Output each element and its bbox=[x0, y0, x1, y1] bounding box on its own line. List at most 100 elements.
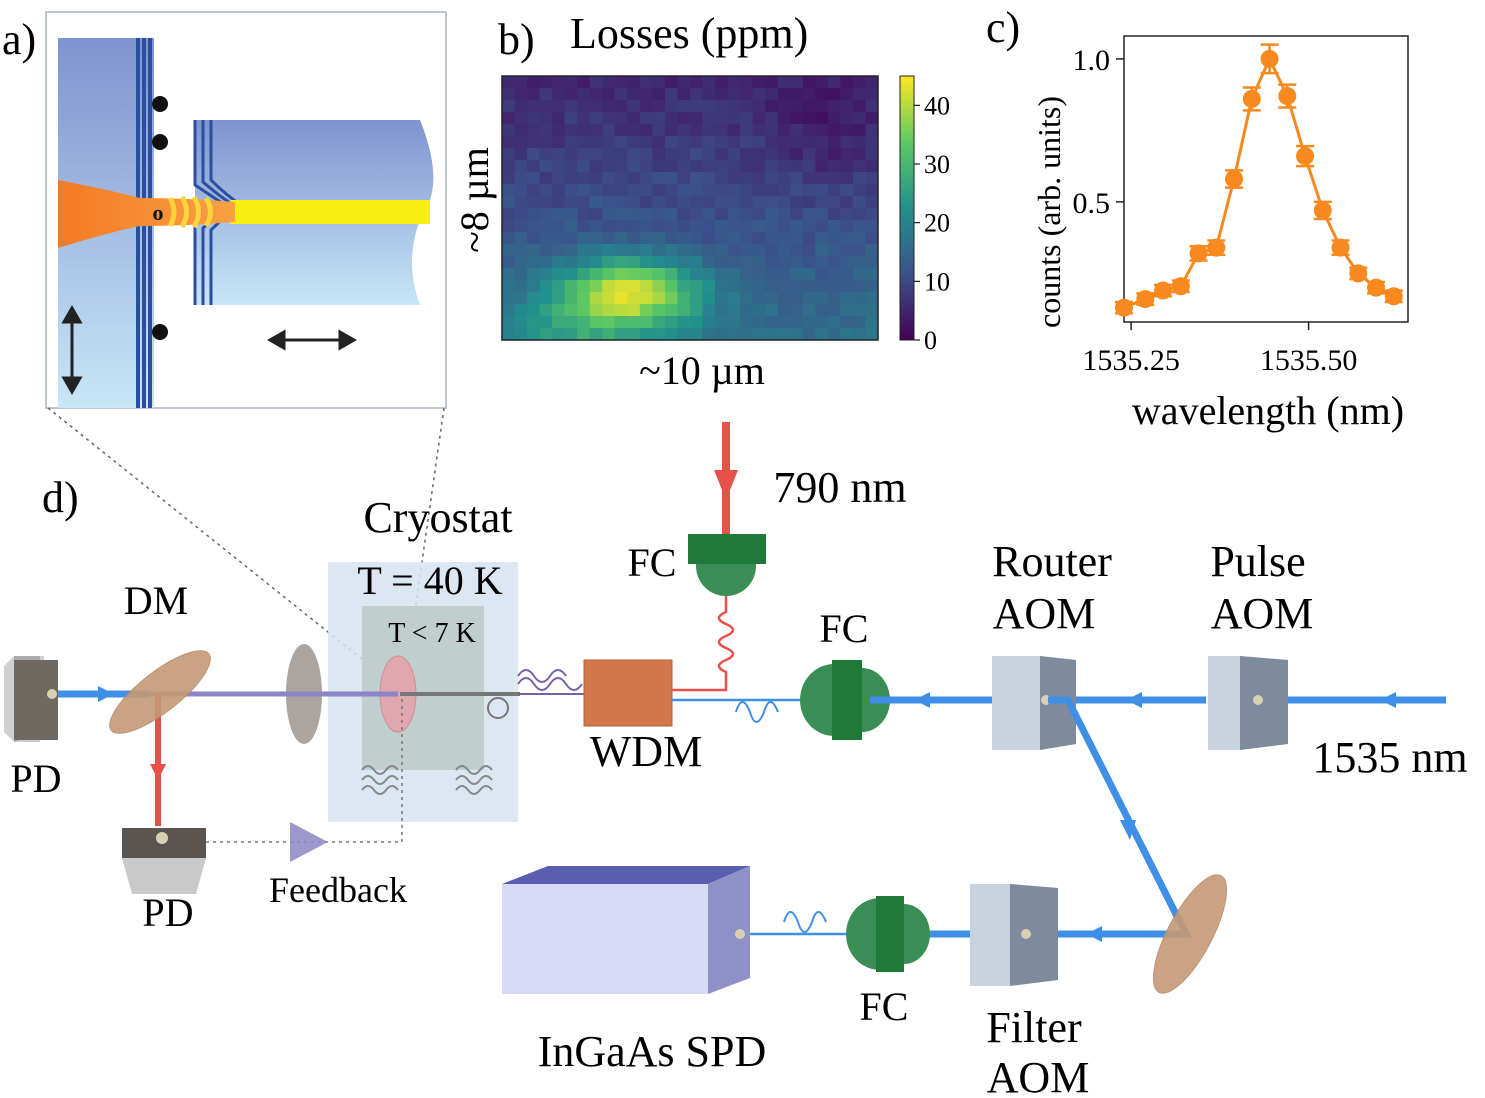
heatmap-cell bbox=[564, 316, 578, 329]
heatmap-cell bbox=[614, 196, 628, 209]
heatmap-cell bbox=[514, 172, 528, 185]
heatmap-cell bbox=[827, 328, 841, 341]
heatmap-cell bbox=[865, 208, 879, 221]
heatmap-cell bbox=[627, 316, 641, 329]
data-point bbox=[1384, 287, 1403, 306]
heatmap-cell bbox=[514, 160, 528, 173]
heatmap-cell bbox=[727, 136, 741, 149]
heatmap-cell bbox=[702, 280, 716, 293]
heatmap-cell bbox=[552, 256, 566, 269]
heatmap-cell bbox=[765, 124, 779, 137]
heatmap-cell bbox=[539, 316, 553, 329]
heatmap-cell bbox=[865, 136, 879, 149]
heatmap-cell bbox=[552, 232, 566, 245]
heatmap-cell bbox=[677, 280, 691, 293]
heatmap-cell bbox=[664, 316, 678, 329]
dm-label: DM bbox=[124, 578, 188, 623]
heatmap-cell bbox=[827, 268, 841, 281]
heatmap-cell bbox=[777, 316, 791, 329]
wdm bbox=[583, 659, 673, 727]
heatmap-cell bbox=[589, 256, 603, 269]
heatmap-cell bbox=[690, 256, 704, 269]
heatmap-cell bbox=[727, 232, 741, 245]
heatmap-cell bbox=[715, 112, 729, 125]
heatmap-cell bbox=[639, 148, 653, 161]
heatmap-cell bbox=[664, 88, 678, 101]
heatmap-cell bbox=[790, 280, 804, 293]
heatmap-cell bbox=[664, 76, 678, 89]
heatmap-cell bbox=[677, 304, 691, 317]
heatmap-cell bbox=[539, 328, 553, 341]
heatmap-cell bbox=[539, 76, 553, 89]
heatmap-cell bbox=[577, 280, 591, 293]
heatmap-cell bbox=[690, 292, 704, 305]
heatmap-cell bbox=[527, 148, 541, 161]
heatmap-cell bbox=[614, 208, 628, 221]
heatmap-cell bbox=[852, 292, 866, 305]
heatmap-cell bbox=[552, 220, 566, 233]
heatmap-cell bbox=[827, 124, 841, 137]
heatmap-cell bbox=[827, 292, 841, 305]
data-point bbox=[1225, 170, 1244, 188]
heatmap-cell bbox=[677, 172, 691, 185]
heatmap-cell bbox=[602, 172, 616, 185]
heatmap-cell bbox=[790, 268, 804, 281]
heatmap-cell bbox=[677, 268, 691, 281]
heatmap-cell bbox=[752, 256, 766, 269]
heatmap-cell bbox=[564, 280, 578, 293]
heatmap-cell bbox=[802, 304, 816, 317]
heatmap-cell bbox=[577, 328, 591, 341]
heatmap-cell bbox=[564, 160, 578, 173]
heatmap-cell bbox=[564, 136, 578, 149]
heatmap-cell bbox=[727, 328, 741, 341]
heatmap-cell bbox=[527, 196, 541, 209]
heatmap-cell bbox=[627, 148, 641, 161]
heatmap-cell bbox=[715, 88, 729, 101]
panel-a: o bbox=[45, 11, 447, 409]
heatmap-cell bbox=[777, 196, 791, 209]
pd-bottom-label: PD bbox=[142, 890, 193, 935]
heatmap-cell bbox=[639, 244, 653, 257]
heatmap-cell bbox=[865, 316, 879, 329]
heatmap-cell bbox=[552, 244, 566, 257]
heatmap-cell bbox=[602, 268, 616, 281]
fiber-coupler-bottom bbox=[846, 898, 880, 970]
heatmap-cell bbox=[852, 244, 866, 257]
heatmap-cell bbox=[527, 76, 541, 89]
heatmap-cell bbox=[777, 112, 791, 125]
heatmap-cell bbox=[702, 136, 716, 149]
chart-frame bbox=[1123, 35, 1409, 323]
heatmap-cell bbox=[765, 268, 779, 281]
heatmap-cell bbox=[614, 304, 628, 317]
heatmap-cell bbox=[690, 136, 704, 149]
heatmap-cell bbox=[852, 88, 866, 101]
heatmap-cell bbox=[589, 136, 603, 149]
heatmap-cell bbox=[614, 100, 628, 113]
heatmap-cell bbox=[840, 328, 854, 341]
heatmap-cell bbox=[664, 148, 678, 161]
heatmap-cell bbox=[740, 112, 754, 125]
heatmap-cell bbox=[815, 184, 829, 197]
heatmap-cell bbox=[552, 136, 566, 149]
heatmap-cell bbox=[652, 292, 666, 305]
heatmap-cell bbox=[527, 208, 541, 221]
heatmap-cell bbox=[865, 244, 879, 257]
heatmap-cell bbox=[564, 244, 578, 257]
heatmap-cell bbox=[790, 292, 804, 305]
heatmap-cell bbox=[514, 196, 528, 209]
heatmap-cell bbox=[690, 184, 704, 197]
heatmap-cell bbox=[627, 280, 641, 293]
heatmap-cell bbox=[865, 112, 879, 125]
heatmap-cell bbox=[527, 220, 541, 233]
heatmap-cell bbox=[765, 328, 779, 341]
heatmap-cell bbox=[602, 316, 616, 329]
heatmap-cell bbox=[740, 220, 754, 233]
heatmap-cell bbox=[765, 208, 779, 221]
heatmap-cell bbox=[564, 112, 578, 125]
heatmap-cell bbox=[802, 196, 816, 209]
heatmap-cell bbox=[852, 256, 866, 269]
horizontal-arrow-icon bbox=[266, 329, 358, 351]
heatmap-cell bbox=[727, 196, 741, 209]
